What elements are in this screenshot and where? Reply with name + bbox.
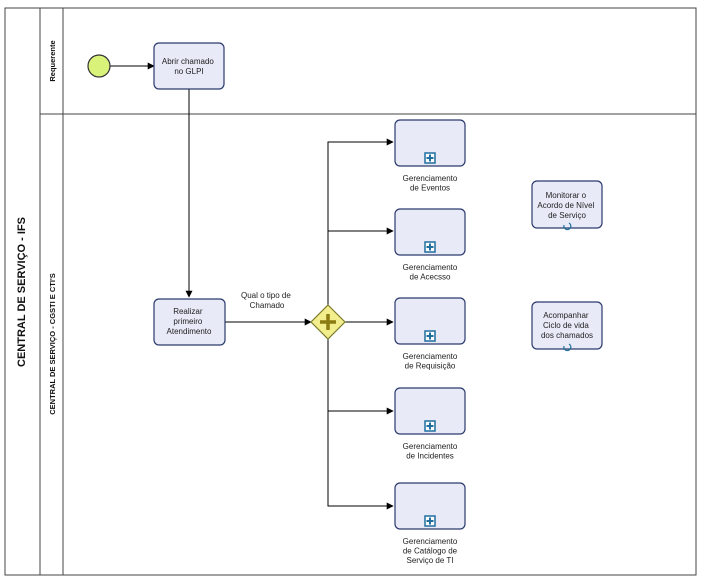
subprocess-box: [394, 482, 466, 530]
gateway-label-line-1: Qual o tipo de: [241, 291, 291, 300]
task-realizar-line-1: Realizar: [173, 307, 203, 316]
lane-label-central: CENTRAL DE SERVIÇO - CGSTI E CTI'S: [48, 273, 57, 415]
task-acompanhar-line-1: Acompanhar: [543, 311, 589, 320]
plus-icon: [426, 332, 434, 340]
task-realizar-line-2: primeiro: [173, 317, 202, 326]
pool: CENTRAL DE SERVIÇO - IFS: [4, 7, 697, 576]
subprocess-label-line: Gerenciamento: [403, 352, 458, 361]
task-monitorar-line-3: de Serviço: [548, 211, 586, 220]
task-acompanhar-line-3: dos chamados: [541, 331, 593, 340]
subprocess-label-line: de Acecsso: [410, 273, 451, 282]
pool-title: CENTRAL DE SERVIÇO - IFS: [16, 217, 28, 367]
task-monitorar-line-2: Acordo de Nível: [537, 201, 594, 210]
loop-marker-icon: [563, 343, 572, 352]
plus-icon: [426, 422, 434, 430]
subprocess-label-line: Gerenciamento: [403, 442, 458, 451]
task-acompanhar-line-2: Ciclo de vida: [543, 321, 589, 330]
task-abrir-chamado[interactable]: Abrir chamado no GLPI: [153, 42, 225, 90]
svg-text:Monitorar o Acordo de Ní: Monitorar o Acordo de Nível de Serviço: [537, 191, 596, 220]
subprocess-box: [394, 297, 466, 345]
task-realizar-atendimento[interactable]: Realizar primeiro Atendimento: [153, 298, 226, 346]
task-monitorar-line-1: Monitorar o: [546, 191, 587, 200]
subprocess-label-line: Gerenciamento: [403, 174, 458, 183]
svg-text:Realizar primeiro: Realizar primeiro Atendimento: [167, 307, 212, 336]
plus-icon: [426, 243, 434, 251]
subprocess-label-line: de Requisição: [405, 362, 456, 371]
subprocess-label-line: de Eventos: [410, 184, 450, 193]
task-acompanhar-ciclo[interactable]: Acompanhar Ciclo de vida dos chamados: [531, 301, 603, 352]
svg-text:Acompanhar Ciclo de vida: Acompanhar Ciclo de vida dos chamados: [541, 311, 593, 340]
subprocess-box: [394, 119, 466, 167]
start-event-icon[interactable]: [87, 54, 111, 78]
flow-gateway-to-catalogo: [327, 338, 394, 510]
task-abrir-line-1: Abrir chamado: [162, 57, 215, 66]
subprocess-label-line: de Catálogo de: [403, 547, 458, 556]
loop-marker-icon: [563, 222, 572, 231]
sequence-flows: [110, 62, 394, 510]
task-abrir-line-2: no GLPI: [174, 67, 203, 76]
subprocess-label-line: de Incidentes: [406, 452, 454, 461]
subprocess-label-line: Gerenciamento: [403, 263, 458, 272]
subprocess-box: [394, 387, 466, 435]
svg-text:Abrir chamado no GLPI: Abrir chamado no GLPI: [162, 57, 216, 76]
plus-icon: [426, 517, 434, 525]
task-monitorar-acordo[interactable]: Monitorar o Acordo de Nível de Serviço: [531, 180, 603, 231]
gateway-label-line-2: Chamado: [250, 301, 285, 310]
svg-text:Qual o tipo de Chamado: Qual o tipo de Chamado: [241, 291, 293, 310]
lane-label-requerente: Requerente: [48, 40, 57, 81]
task-realizar-line-3: Atendimento: [167, 327, 212, 336]
subprocess-label-line: Serviço de TI: [407, 556, 454, 565]
flow-gateway-to-acesso: [327, 227, 394, 306]
gateway-plus-icon: [320, 314, 336, 330]
plus-icon: [426, 154, 434, 162]
subprocess-label-line: Gerenciamento: [403, 537, 458, 546]
subprocess-box: [394, 208, 466, 256]
gateway[interactable]: [310, 304, 346, 340]
